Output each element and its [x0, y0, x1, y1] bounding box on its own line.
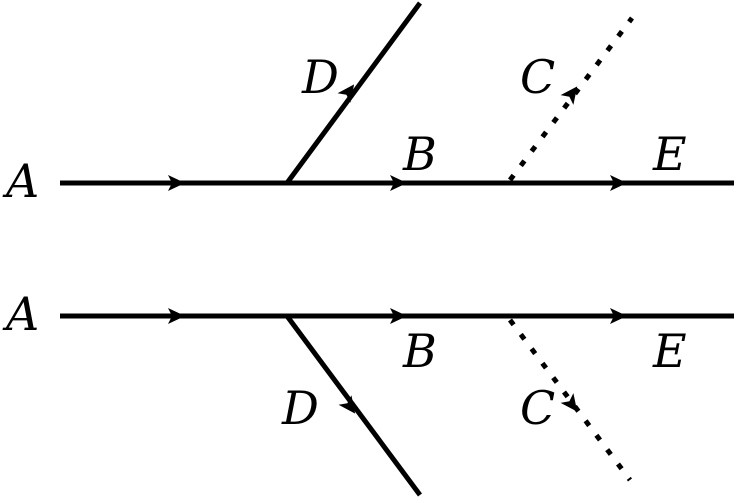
top-arrow-e [610, 175, 627, 191]
top-label-e: E [652, 127, 687, 181]
bottom-arrow-d [338, 395, 356, 414]
bottom-label-d: D [281, 381, 319, 435]
bottom-arrow-b [390, 308, 407, 324]
top-label-c: C [520, 50, 555, 104]
bottom-label-b: B [402, 324, 437, 378]
bottom-diagram: A B E D C [2, 287, 734, 497]
bottom-arrow-a [168, 308, 185, 324]
bottom-dotted-branch-line [508, 318, 632, 482]
top-arrow-b [390, 175, 407, 191]
top-label-d: D [301, 50, 339, 104]
top-label-a: A [2, 154, 39, 208]
bottom-label-e: E [652, 324, 687, 378]
top-arrow-d [337, 84, 355, 103]
top-diagram: A B E D C [2, 1, 734, 208]
top-arrow-c [560, 86, 578, 105]
bottom-solid-branch-line [284, 314, 423, 497]
top-label-b: B [402, 127, 437, 181]
bottom-label-c: C [520, 381, 555, 435]
top-solid-branch-line [284, 1, 423, 185]
bottom-arrow-c [560, 393, 578, 412]
top-arrow-a [168, 175, 185, 191]
bottom-arrow-e [610, 308, 627, 324]
bottom-label-a: A [2, 287, 39, 341]
